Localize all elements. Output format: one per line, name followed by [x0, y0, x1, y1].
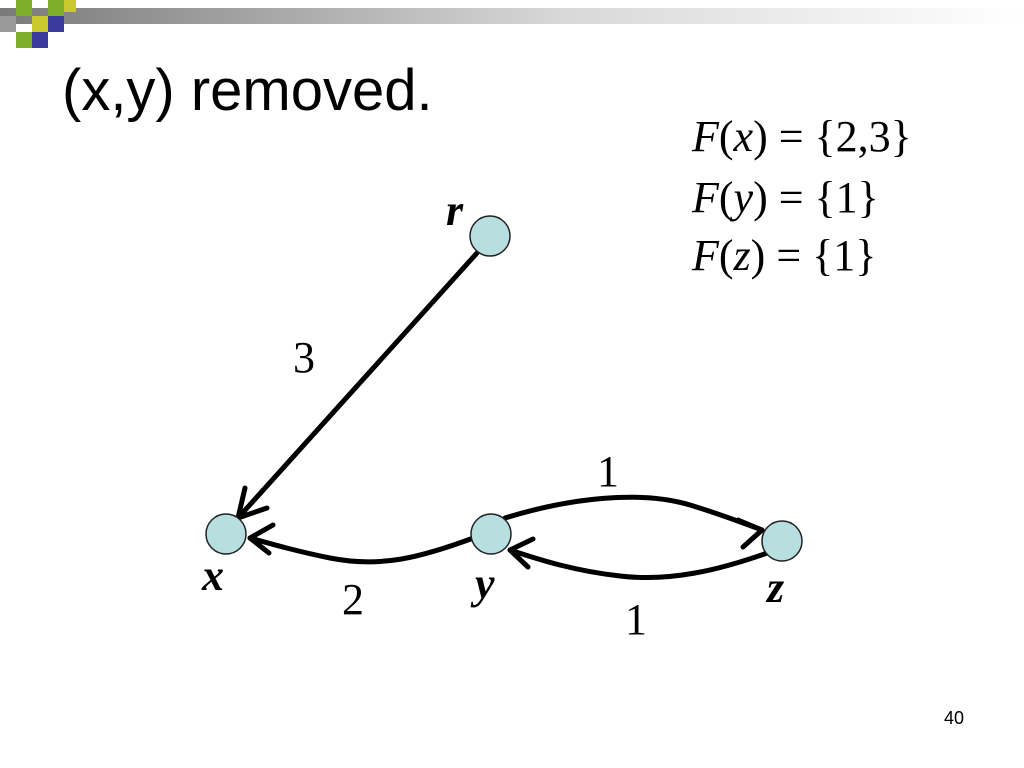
edge-y-x-weight: 2 [342, 575, 364, 624]
f-set-z: F(z) = {1} [692, 231, 877, 280]
f-set-x-var: x [733, 112, 754, 161]
node-r-label: r [446, 186, 464, 235]
deco-square-yellow-2 [64, 0, 76, 12]
f-set-z-fn: F [692, 231, 719, 280]
node-y [470, 513, 512, 555]
node-r [469, 215, 511, 257]
deco-square-blue-1 [48, 16, 64, 32]
edge-z-y-weight: 1 [625, 595, 647, 644]
edge-y-z-weight: 1 [597, 447, 619, 496]
edge-y-x-arrowhead [247, 522, 276, 556]
f-set-y: F(y) = {1} [692, 173, 879, 222]
f-set-x: F(x) = {2,3} [692, 112, 912, 161]
decorative-header-bar [0, 0, 1024, 48]
f-set-z-value: = {1} [765, 231, 877, 280]
edge-r-x-weight: 3 [293, 333, 315, 382]
edge-z-y-arrowhead [507, 536, 536, 570]
deco-square-green-3 [16, 32, 32, 48]
deco-square-green-2 [48, 0, 64, 16]
deco-square-yellow [32, 16, 48, 32]
edge-y-z-arrowhead [735, 517, 765, 550]
node-z-label: z [765, 563, 784, 612]
page-number: 40 [943, 708, 964, 728]
header-gradient-bar [0, 8, 1024, 24]
f-set-z-var: z [733, 231, 751, 280]
f-set-y-value: = {1} [767, 173, 879, 222]
node-x-label: x [201, 551, 224, 600]
edge-r-x [235, 250, 480, 521]
f-set-x-fn: F [692, 112, 719, 161]
f-set-y-fn: F [692, 173, 719, 222]
node-x [205, 513, 247, 555]
deco-square-blue-2 [32, 32, 48, 48]
node-z [761, 520, 803, 562]
deco-square-gray [0, 16, 16, 32]
edge-y-z [502, 494, 765, 533]
f-set-y-var: y [733, 173, 754, 222]
edge-z-y [507, 547, 773, 581]
deco-square-green-1 [16, 0, 32, 16]
slide-title: (x,y) removed. [62, 58, 433, 123]
edge-y-x [247, 534, 479, 565]
f-set-x-value: = {2,3} [767, 112, 912, 161]
node-y-label: y [470, 559, 495, 608]
